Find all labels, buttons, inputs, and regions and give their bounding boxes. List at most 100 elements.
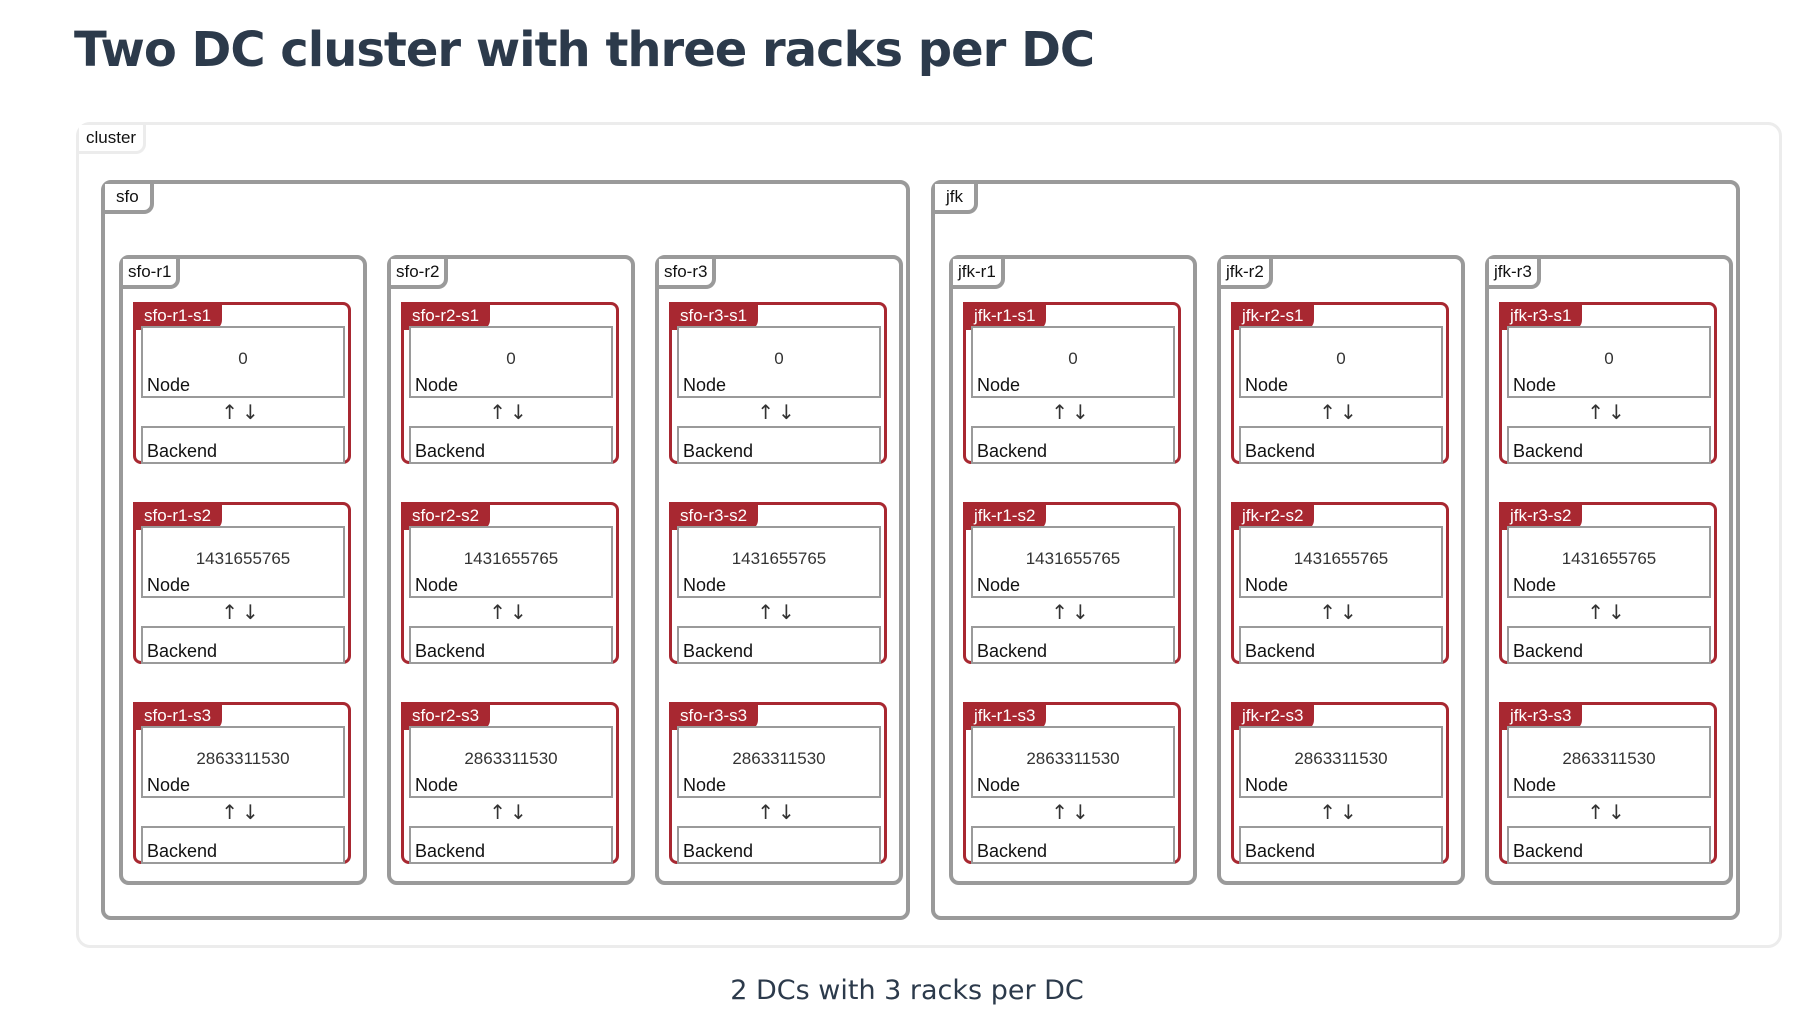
bidirectional-arrows-icon: ↑↓ [1587, 800, 1629, 824]
node-token: 0 [238, 349, 248, 368]
node-token: 2863311530 [1562, 749, 1656, 768]
backend-label: Backend [147, 641, 218, 661]
node-token: 1431655765 [1293, 549, 1389, 568]
shard-label: jfk-r1-s3 [963, 702, 1047, 730]
backend-box: Backend [677, 626, 881, 664]
shard-label: sfo-r3-s3 [669, 702, 759, 730]
bidirectional-arrows-icon: ↑↓ [757, 400, 799, 424]
node-label: Node [683, 375, 727, 395]
shard-label: sfo-r1-s2 [133, 502, 223, 530]
backend-label: Backend [977, 841, 1048, 861]
backend-label: Backend [977, 641, 1048, 661]
node-token: 2863311530 [464, 749, 558, 768]
bidirectional-arrows-icon: ↑↓ [1051, 400, 1093, 424]
backend-label: Backend [977, 441, 1048, 461]
node-label: Node [1245, 575, 1289, 595]
backend-label: Backend [1513, 841, 1584, 861]
cluster-label: cluster [79, 125, 147, 154]
node-token: 0 [1068, 349, 1078, 368]
backend-box: Backend [1507, 826, 1711, 864]
backend-label: Backend [683, 841, 754, 861]
shard-label: sfo-r1-s1 [133, 302, 223, 330]
bidirectional-arrows-icon: ↑↓ [757, 800, 799, 824]
shard-label: jfk-r3-s3 [1499, 702, 1583, 730]
backend-box: Backend [409, 426, 613, 464]
node-label: Node [1245, 775, 1289, 795]
node-label: Node [1513, 575, 1557, 595]
node-label: Node [977, 575, 1021, 595]
backend-box: Backend [971, 626, 1175, 664]
dc-label: sfo [105, 184, 154, 214]
bidirectional-arrows-icon: ↑↓ [757, 600, 799, 624]
bidirectional-arrows-icon: ↑↓ [1319, 800, 1361, 824]
bidirectional-arrows-icon: ↑↓ [489, 600, 531, 624]
backend-label: Backend [683, 441, 754, 461]
backend-box: Backend [141, 426, 345, 464]
shard-label: sfo-r3-s1 [669, 302, 759, 330]
node-label: Node [1513, 775, 1557, 795]
shard-label: jfk-r1-s1 [963, 302, 1047, 330]
backend-label: Backend [683, 641, 754, 661]
backend-box: Backend [971, 426, 1175, 464]
node-label: Node [1513, 375, 1557, 395]
node-token: 2863311530 [196, 749, 290, 768]
backend-box: Backend [1239, 426, 1443, 464]
node-token: 0 [506, 349, 516, 368]
node-label: Node [1245, 375, 1289, 395]
node-label: Node [683, 575, 727, 595]
rack-label: jfk-r2 [1221, 259, 1273, 289]
node-token: 1431655765 [1561, 549, 1657, 568]
bidirectional-arrows-icon: ↑↓ [1587, 600, 1629, 624]
rack-label: jfk-r1 [953, 259, 1005, 289]
bidirectional-arrows-icon: ↑↓ [1319, 600, 1361, 624]
backend-box: Backend [1507, 626, 1711, 664]
backend-box: Backend [1239, 626, 1443, 664]
shard-label: sfo-r2-s2 [401, 502, 491, 530]
diagram-caption: 2 DCs with 3 racks per DC [730, 975, 1084, 1006]
rack-label: sfo-r3 [659, 259, 717, 289]
bidirectional-arrows-icon: ↑↓ [221, 400, 263, 424]
bidirectional-arrows-icon: ↑↓ [489, 800, 531, 824]
bidirectional-arrows-icon: ↑↓ [1587, 400, 1629, 424]
shard-label: jfk-r2-s3 [1231, 702, 1315, 730]
shard-label: jfk-r3-s1 [1499, 302, 1583, 330]
backend-label: Backend [1245, 441, 1316, 461]
backend-box: Backend [971, 826, 1175, 864]
backend-box: Backend [677, 826, 881, 864]
node-token: 1431655765 [195, 549, 291, 568]
shard-label: sfo-r3-s2 [669, 502, 759, 530]
backend-box: Backend [141, 626, 345, 664]
backend-label: Backend [415, 841, 486, 861]
